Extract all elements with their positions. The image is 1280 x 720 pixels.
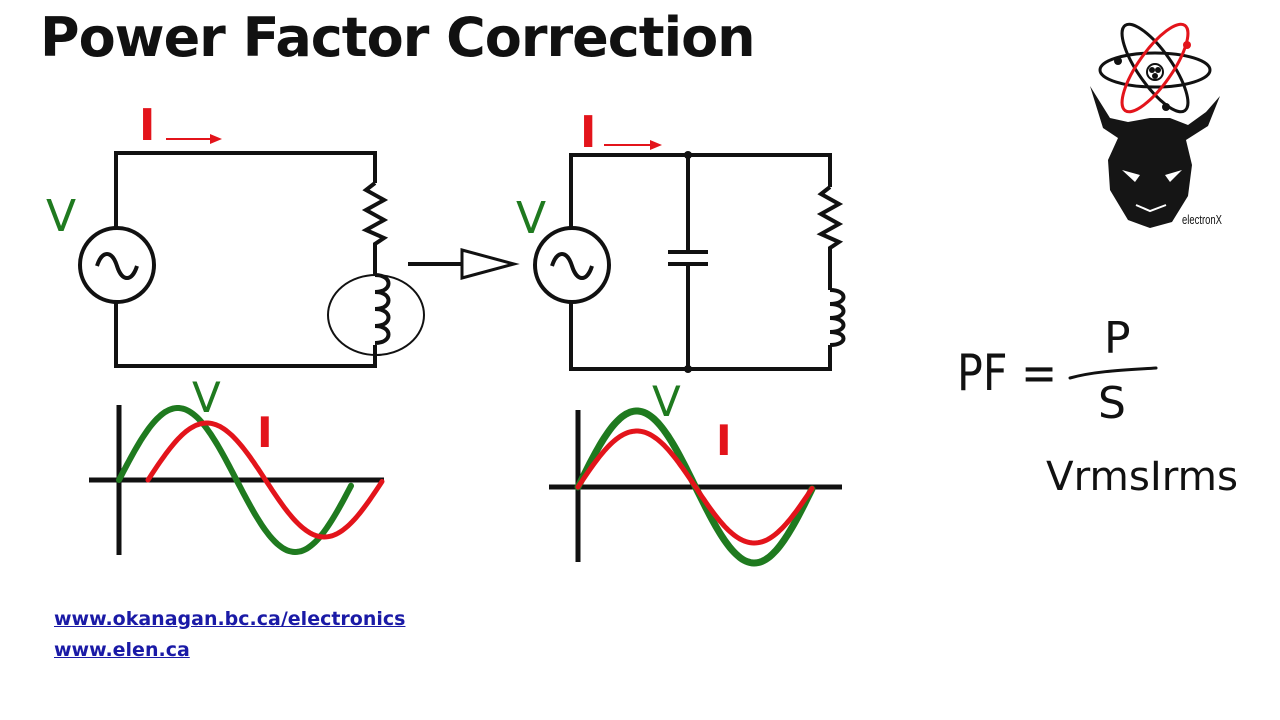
right-wave-voltage-label: V [652,377,681,426]
formula-lhs: PF = [957,344,1057,402]
right-wave-current-label: I [716,416,732,465]
right-resistor [816,185,844,290]
left-circuit-wire [114,303,377,368]
right-circuit-wire [569,153,832,228]
formula-numerator: P [1104,313,1131,364]
node-dot [684,365,692,373]
okanagan-link[interactable]: www.okanagan.bc.ca/electronics [54,608,406,630]
right-current-wave [575,428,815,546]
left-current-wave [145,420,385,540]
right-voltage-label: V [516,193,546,244]
node-dot [684,151,692,159]
right-current-arrow-icon [604,140,662,150]
left-circuit-wire [114,151,377,228]
fraction-bar [1068,366,1158,380]
left-waveform [89,405,385,556]
logo-text: electronX [1182,212,1222,227]
elen-link[interactable]: www.elen.ca [54,639,190,661]
left-ac-sine-icon [95,252,139,280]
right-waveform [549,407,842,567]
left-wave-current-label: I [257,408,273,457]
formula-denominator: S [1098,378,1126,429]
right-circuit [533,153,846,371]
left-wave-voltage-label: V [192,373,221,422]
left-voltage-label: V [46,191,76,242]
left-current-arrow-icon [166,134,222,144]
right-inductor [829,288,846,347]
right-current-label: I [580,107,596,158]
formula-expansion: VrmsIrms [1046,454,1238,500]
left-ac-source-icon [78,226,156,304]
left-circuit [78,151,425,368]
atom-bull-logo-icon [1090,22,1220,228]
inductor-highlight-circle [327,274,425,356]
power-factor-formula: PF = P S VrmsIrms [957,313,1238,500]
right-circuit-wire [569,303,832,371]
right-ac-sine-icon [550,252,594,280]
transform-arrow-icon [408,248,520,280]
left-voltage-wave [116,405,354,556]
left-resistor [361,181,389,275]
left-current-label: I [139,100,155,151]
page-title: Power Factor Correction [40,6,756,69]
left-inductor [374,273,391,345]
right-ac-source-icon [533,226,611,304]
